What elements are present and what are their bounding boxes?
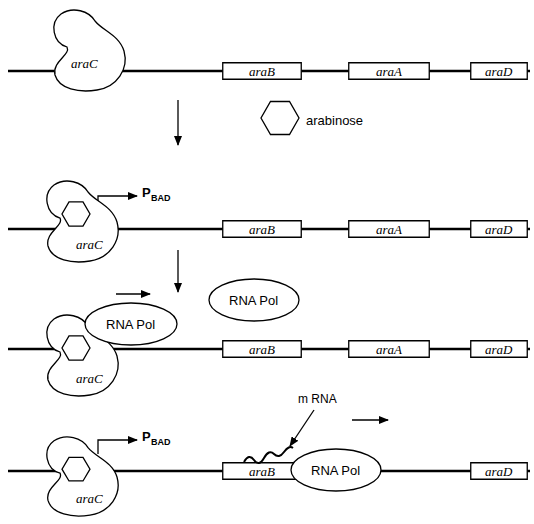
gene-box: araD (470, 462, 528, 480)
gene-box-shape (471, 463, 528, 480)
node-label: araB (249, 465, 275, 478)
rna-polymerase: RNA Pol (208, 278, 300, 322)
rna-polymerase-shape (85, 303, 177, 345)
gene-box: araD (470, 62, 528, 80)
node-label: araA (376, 223, 402, 236)
node-label: araD (485, 343, 512, 356)
rna-polymerase-shape (209, 279, 299, 321)
gene-box: araD (470, 340, 528, 358)
gene-box: araA (348, 220, 430, 238)
arabinose-molecule-shape (261, 102, 299, 135)
arac-protein-outline (38, 432, 122, 518)
bound-arabinose (62, 336, 90, 360)
node-label: araD (485, 465, 512, 478)
bound-arabinose (62, 457, 90, 481)
arac-protein-shape (47, 437, 118, 516)
gene-box: araA (348, 62, 430, 80)
rna-polymerase-shape (291, 449, 381, 491)
gene-box-shape (223, 463, 302, 480)
molecule-label: arabinose (306, 114, 363, 127)
text-label: m RNA (298, 393, 337, 405)
node-label: araD (485, 223, 512, 236)
gene-box-shape (471, 221, 528, 238)
gene-box-shape (349, 341, 430, 358)
arac-protein-outline (45, 5, 129, 93)
node-label: araA (376, 343, 402, 356)
subscript-label: BAD (151, 194, 171, 203)
arac-protein: araC (38, 432, 122, 518)
node-label: araA (376, 65, 402, 78)
arabinose-molecule: arabinose (258, 98, 370, 138)
rna-polymerase: RNA Pol (84, 302, 178, 346)
node-label: RNA Pol (106, 318, 155, 331)
gene-box: araB (222, 462, 302, 480)
node-label: RNA Pol (311, 464, 360, 477)
arac-protein-shape (54, 10, 125, 91)
node-label: araC (76, 372, 103, 385)
gene-box: araA (348, 340, 430, 358)
bound-arabinose (62, 202, 90, 226)
gene-box-shape (349, 221, 430, 238)
step-arrow (177, 100, 178, 145)
node-label: araC (71, 57, 98, 70)
gene-box-shape (471, 63, 528, 80)
mrna-squiggle (244, 447, 293, 463)
gene-box-shape (223, 63, 302, 80)
arac-protein: araC (38, 176, 122, 264)
gene-box: araB (222, 220, 302, 238)
gene-box: araB (222, 340, 302, 358)
gene-box-shape (223, 221, 302, 238)
text-label: P (142, 430, 151, 443)
node-label: RNA Pol (229, 294, 278, 307)
node-label: araB (249, 223, 275, 236)
step-arrow (177, 250, 178, 292)
gene-box-shape (349, 63, 430, 80)
rna-polymerase: RNA Pol (290, 448, 382, 492)
pointer-arrow (290, 410, 314, 446)
node-label: araC (76, 238, 103, 251)
node-label: araD (485, 65, 512, 78)
gene-box-shape (471, 341, 528, 358)
arac-protein-shape (47, 181, 118, 262)
direction-arrow (352, 419, 388, 420)
node-label: araB (249, 343, 275, 356)
text-label: P (142, 186, 151, 199)
direction-arrow (116, 293, 150, 294)
node-label: araB (249, 65, 275, 78)
gene-box-shape (223, 341, 302, 358)
arac-protein: araC (45, 5, 129, 93)
gene-box: araB (222, 62, 302, 80)
node-label: araC (76, 492, 103, 505)
subscript-label: BAD (151, 438, 171, 447)
gene-box: araD (470, 220, 528, 238)
promoter-arrow (98, 440, 137, 454)
